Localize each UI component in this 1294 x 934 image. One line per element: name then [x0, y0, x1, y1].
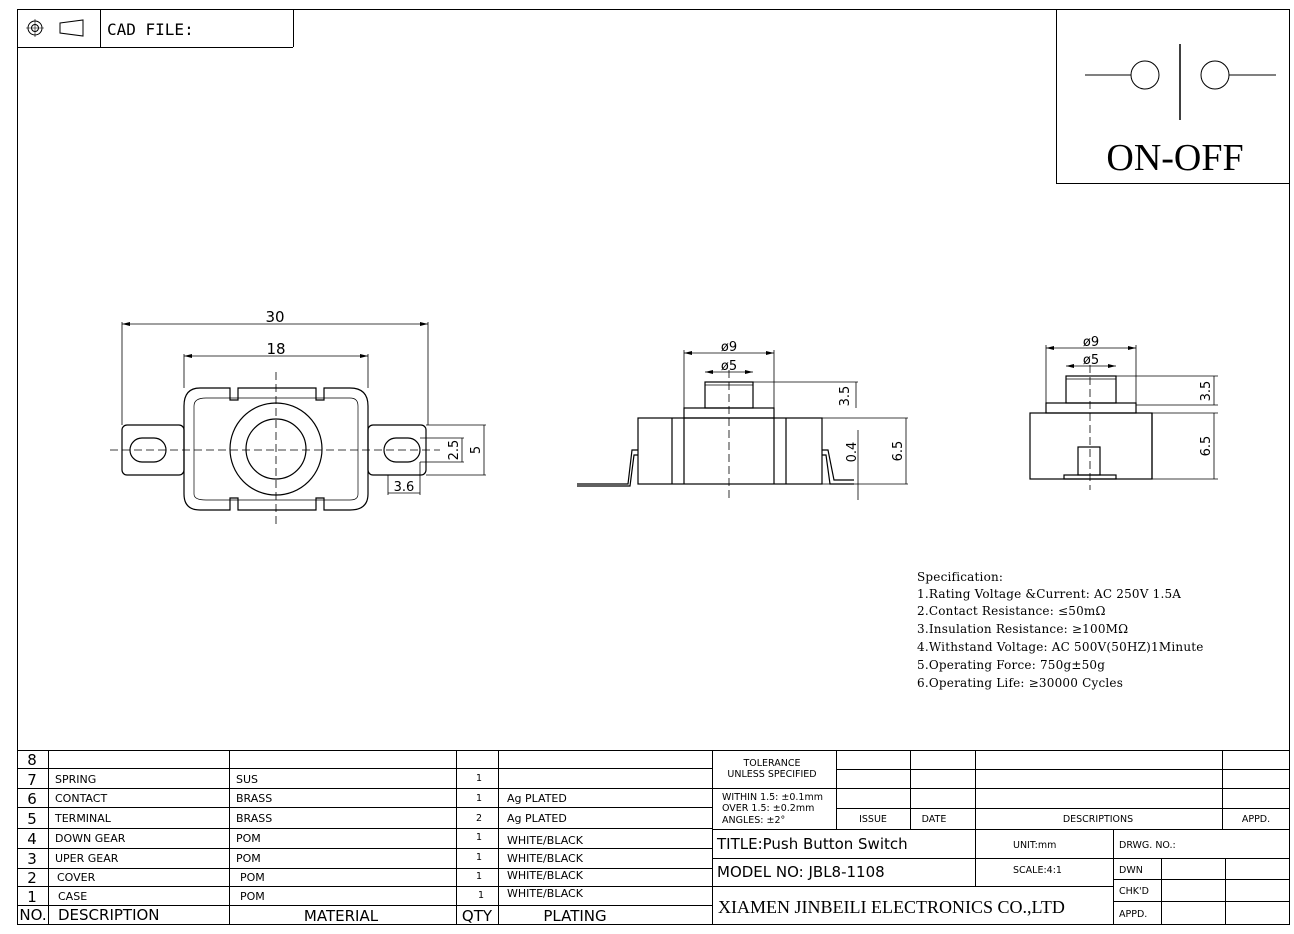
dim-end-cap-height: 3.5 — [1199, 381, 1214, 402]
tolerance-within: WITHIN 1.5: ±0.1mm — [722, 792, 823, 803]
bom-no: 7 — [27, 771, 37, 789]
tolerance-over: OVER 1.5: ±0.2mm — [722, 803, 814, 814]
tolerance-sub-label: UNLESS SPECIFIED — [727, 769, 816, 780]
bom-material: BRASS — [236, 792, 272, 805]
bom-description: DOWN GEAR — [55, 832, 126, 845]
date-label: DATE — [922, 814, 947, 825]
dim-side-tab-thickness: 0.4 — [845, 442, 860, 463]
dim-end-cap-outer: ø9 — [1083, 335, 1099, 350]
bom-plating: WHITE/BLACK — [507, 834, 584, 847]
projection-symbol-icon — [26, 19, 84, 37]
bom-row: 3 UPER GEAR POM 1 WHITE/BLACK — [27, 850, 583, 868]
dwn-label: DWN — [1119, 865, 1143, 876]
bom-no: 1 — [27, 888, 37, 906]
bom-no: 5 — [27, 810, 37, 828]
side-view — [577, 350, 908, 500]
bom-no: 8 — [27, 751, 37, 769]
dim-front-tab-height: 5 — [469, 446, 484, 454]
symbol-caption: ON-OFF — [1106, 137, 1243, 179]
bom-row: 4 DOWN GEAR POM 1 WHITE/BLACK — [27, 830, 583, 848]
dim-side-cap-height: 3.5 — [838, 386, 853, 407]
spec-line: 1.Rating Voltage &Current: AC 250V 1.5A — [917, 587, 1181, 601]
spec-line: 2.Contact Resistance: ≤50mΩ — [917, 604, 1106, 618]
bom-no: 6 — [27, 790, 37, 808]
model-number: MODEL NO: JBL8-1108 — [717, 863, 885, 881]
bom-qty: 1 — [476, 793, 482, 804]
bom-material: POM — [236, 852, 261, 865]
bom-description: UPER GEAR — [55, 852, 119, 865]
front-view — [110, 322, 486, 525]
bom-header-no: NO. — [19, 906, 46, 924]
bom-row: 6 CONTACT BRASS 1 Ag PLATED — [27, 790, 567, 808]
bom-plating: WHITE/BLACK — [507, 869, 584, 882]
bom-material: POM — [240, 871, 265, 884]
drawing-title: TITLE:Push Button Switch — [716, 835, 908, 853]
bom-qty: 2 — [476, 813, 482, 824]
dim-side-body-height: 6.5 — [891, 441, 906, 462]
bom-row: 1 CASE POM 1 WHITE/BLACK — [27, 887, 583, 906]
bom-description: COVER — [57, 871, 96, 884]
spec-line: 4.Withstand Voltage: AC 500V(50HZ)1Minut… — [917, 640, 1204, 654]
bom-row: 8 — [27, 751, 37, 769]
dim-front-tab-width: 3.6 — [394, 480, 415, 495]
dim-front-slot-height: 2.5 — [447, 440, 462, 461]
drwg-no-label: DRWG. NO.: — [1119, 840, 1176, 851]
spec-line: 6.Operating Life: ≥30000 Cycles — [917, 676, 1123, 690]
bom-material: SUS — [236, 773, 258, 786]
dim-end-body-height: 6.5 — [1199, 436, 1214, 457]
unit-label: UNIT:mm — [1013, 840, 1056, 851]
bom-no: 2 — [27, 869, 37, 887]
spec-line: 3.Insulation Resistance: ≥100MΩ — [917, 622, 1128, 636]
bom-qty: 1 — [476, 852, 482, 863]
bom-material: POM — [240, 890, 265, 903]
bom-description: TERMINAL — [54, 812, 112, 825]
bom-no: 3 — [27, 850, 37, 868]
bom-header-qty: QTY — [462, 907, 493, 925]
bom-row: 2 COVER POM 1 WHITE/BLACK — [27, 869, 583, 887]
appd2-label: APPD. — [1119, 909, 1147, 920]
dim-front-width-total: 30 — [265, 308, 284, 326]
bom-grid — [17, 750, 1289, 925]
spec-title: Specification: — [917, 570, 1003, 584]
dim-end-cap-inner: ø5 — [1083, 353, 1099, 368]
descriptions-label: DESCRIPTIONS — [1063, 814, 1133, 825]
switch-symbol-icon — [1085, 44, 1276, 120]
bom-qty: 1 — [476, 773, 482, 784]
bom-material: BRASS — [236, 812, 272, 825]
appd-label: APPD. — [1242, 814, 1270, 825]
tolerance-angles: ANGLES: ±2° — [722, 815, 785, 826]
bom-plating: Ag PLATED — [507, 812, 567, 825]
dim-side-cap-outer: ø9 — [721, 340, 737, 355]
bom-plating: Ag PLATED — [507, 792, 567, 805]
end-view — [1029, 345, 1218, 490]
bom-description: SPRING — [55, 773, 96, 786]
spec-line: 5.Operating Force: 750g±50g — [917, 658, 1105, 672]
company-name: XIAMEN JINBEILI ELECTRONICS CO.,LTD — [718, 897, 1065, 917]
bom-qty: 1 — [478, 890, 484, 901]
bom-header-plating: PLATING — [543, 907, 606, 925]
bom-description: CONTACT — [55, 792, 107, 805]
bom-description: CASE — [58, 890, 87, 903]
bom-material: POM — [236, 832, 261, 845]
sheet-border — [17, 9, 1290, 925]
issue-label: ISSUE — [859, 814, 887, 825]
cad-file-label: CAD FILE: — [107, 20, 194, 39]
dim-side-cap-inner: ø5 — [721, 359, 737, 374]
bom-no: 4 — [27, 830, 37, 848]
bom-qty: 1 — [476, 871, 482, 882]
dim-front-width-body: 18 — [266, 340, 285, 358]
bom-row: 5 TERMINAL BRASS 2 Ag PLATED — [27, 810, 567, 828]
tolerance-label: TOLERANCE — [742, 758, 800, 769]
bom-plating: WHITE/BLACK — [507, 887, 584, 900]
chkd-label: CHK'D — [1119, 886, 1149, 897]
bom-header-material: MATERIAL — [304, 907, 379, 925]
bom-plating: WHITE/BLACK — [507, 852, 584, 865]
bom-qty: 1 — [476, 832, 482, 843]
scale-label: SCALE:4:1 — [1013, 865, 1062, 876]
bom-header-description: DESCRIPTION — [58, 906, 160, 924]
bom-row: 7 SPRING SUS 1 — [27, 771, 482, 789]
